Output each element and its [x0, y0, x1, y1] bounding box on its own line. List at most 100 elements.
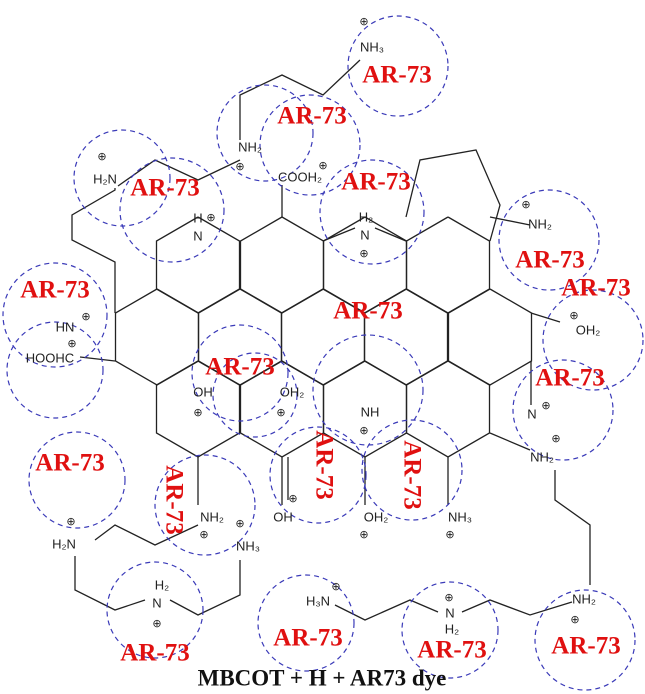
- adsorption-site-circle: [512, 359, 614, 461]
- group-h2: H₂: [445, 621, 459, 636]
- bond: [117, 159, 241, 187]
- bond: [489, 432, 531, 451]
- dye-label: AR-73: [515, 247, 584, 274]
- charge-icon: ⊕: [152, 617, 161, 630]
- charge-icon: ⊕: [97, 150, 106, 163]
- adsorption-site-circle: [269, 426, 367, 524]
- charge-icon: ⊕: [235, 160, 244, 173]
- charge-icon: ⊕: [67, 337, 76, 350]
- group-nh3: NH₃: [448, 509, 472, 524]
- dye-label: AR-73: [273, 625, 342, 652]
- charge-icon: ⊕: [206, 211, 215, 224]
- dye-label: AR-73: [35, 450, 104, 477]
- aromatic-ring: [405, 216, 491, 314]
- group-n: N: [193, 228, 202, 243]
- caption: MBCOT + H + AR73 dye: [198, 665, 447, 690]
- caption-wrap: MBCOT + H + AR73 dye: [198, 665, 447, 690]
- charge-icon: ⊕: [541, 399, 550, 412]
- aromatic-ring: [114, 288, 200, 386]
- bond: [489, 216, 531, 226]
- bond: [94, 524, 199, 546]
- bond: [530, 312, 561, 323]
- adsorption-site-circle: [216, 84, 314, 182]
- dye-label: AR-73: [160, 465, 187, 534]
- charge-icon: ⊕: [193, 406, 202, 419]
- adsorption-site-circle: [28, 431, 126, 529]
- group-oh: OH: [273, 509, 293, 524]
- bond: [554, 470, 591, 585]
- charge-icon: ⊕: [570, 613, 579, 626]
- dye-label: AR-73: [551, 633, 620, 660]
- adsorption-site-circle: [361, 419, 463, 521]
- group-h2n: H₂N: [52, 536, 76, 551]
- dye-label: AR-73: [341, 169, 410, 196]
- charge-icon: ⊕: [288, 492, 297, 505]
- charge-icon: ⊕: [235, 517, 244, 530]
- bond: [334, 599, 439, 621]
- group-n: N: [360, 227, 369, 242]
- dye-label: AR-73: [310, 430, 337, 499]
- dye-label: AR-73: [561, 275, 630, 302]
- group-nh2: NH₂: [572, 591, 596, 606]
- charge-icon: ⊕: [359, 247, 368, 260]
- adsorption-site-circle: [2, 262, 108, 368]
- adsorption-site-circle: [106, 561, 204, 659]
- adsorption-site-circle: [259, 94, 361, 196]
- group-n: N: [152, 595, 161, 610]
- dye-label: AR-73: [333, 298, 402, 325]
- group-oh2: OH₂: [364, 509, 389, 524]
- bond: [71, 188, 116, 313]
- charge-icon: ⊕: [359, 15, 368, 28]
- dye-label: AR-73: [205, 354, 274, 381]
- bond: [374, 227, 407, 242]
- group-nh2: NH₂: [528, 216, 552, 231]
- adsorption-site-circle: [6, 321, 104, 419]
- dye-label: AR-73: [277, 103, 346, 130]
- adsorption-site-circle: [312, 334, 424, 446]
- dye-label: AR-73: [362, 62, 431, 89]
- group-nh: NH: [361, 404, 380, 419]
- charge-icon: ⊕: [551, 432, 560, 445]
- charge-icon: ⊕: [569, 309, 578, 322]
- adsorption-site-circle: [542, 289, 644, 391]
- functional-groups: NH₃ ⊕ NH₂ ⊕ H₂N ⊕ COOH₂ ⊕ H ⊕ N H₂ N ⊕ N…: [26, 15, 600, 636]
- group-nh2: NH₂: [200, 509, 224, 524]
- bond: [322, 227, 356, 242]
- group-h: H: [193, 210, 202, 225]
- adsorption-site-circle: [191, 324, 289, 422]
- bond: [461, 599, 573, 616]
- dye-labels: AR-73 AR-73 AR-73 AR-73 AR-73 AR-73 AR-7…: [20, 62, 630, 667]
- group-hoohc: HOOHC: [26, 350, 74, 365]
- group-h2n: H₂N: [93, 171, 117, 186]
- charge-icon: ⊕: [445, 528, 454, 541]
- group-nh2: NH₂: [530, 449, 554, 464]
- group-h2: H₂: [155, 577, 169, 592]
- molecular-skeleton: [71, 59, 591, 621]
- group-hn: HN: [56, 319, 75, 334]
- charge-icon: ⊕: [318, 159, 327, 172]
- charge-icon: ⊕: [444, 591, 453, 604]
- dye-label: AR-73: [535, 365, 604, 392]
- adsorption-site-circle: [401, 581, 499, 679]
- group-cooh2: COOH₂: [278, 169, 322, 184]
- group-h3n: H₃N: [306, 593, 330, 608]
- adsorption-site-circle: [498, 189, 600, 291]
- group-h2: H₂: [359, 209, 373, 224]
- group-nh3: NH₃: [360, 39, 384, 54]
- group-nh3: NH₃: [236, 538, 260, 553]
- charge-icon: ⊕: [66, 515, 75, 528]
- dye-label: AR-73: [130, 175, 199, 202]
- dye-label: AR-73: [398, 440, 425, 509]
- dye-label: AR-73: [20, 277, 89, 304]
- group-n: N: [527, 406, 536, 421]
- bond: [79, 356, 116, 362]
- adsorption-site-circle: [212, 352, 298, 438]
- group-oh: OH: [193, 384, 213, 399]
- aromatic-ring: [447, 288, 533, 386]
- aromatic-ring: [239, 216, 325, 314]
- charge-icon: ⊕: [81, 310, 90, 323]
- adsorption-site-circle: [347, 15, 449, 117]
- bond: [239, 59, 361, 140]
- dye-label: AR-73: [417, 637, 486, 664]
